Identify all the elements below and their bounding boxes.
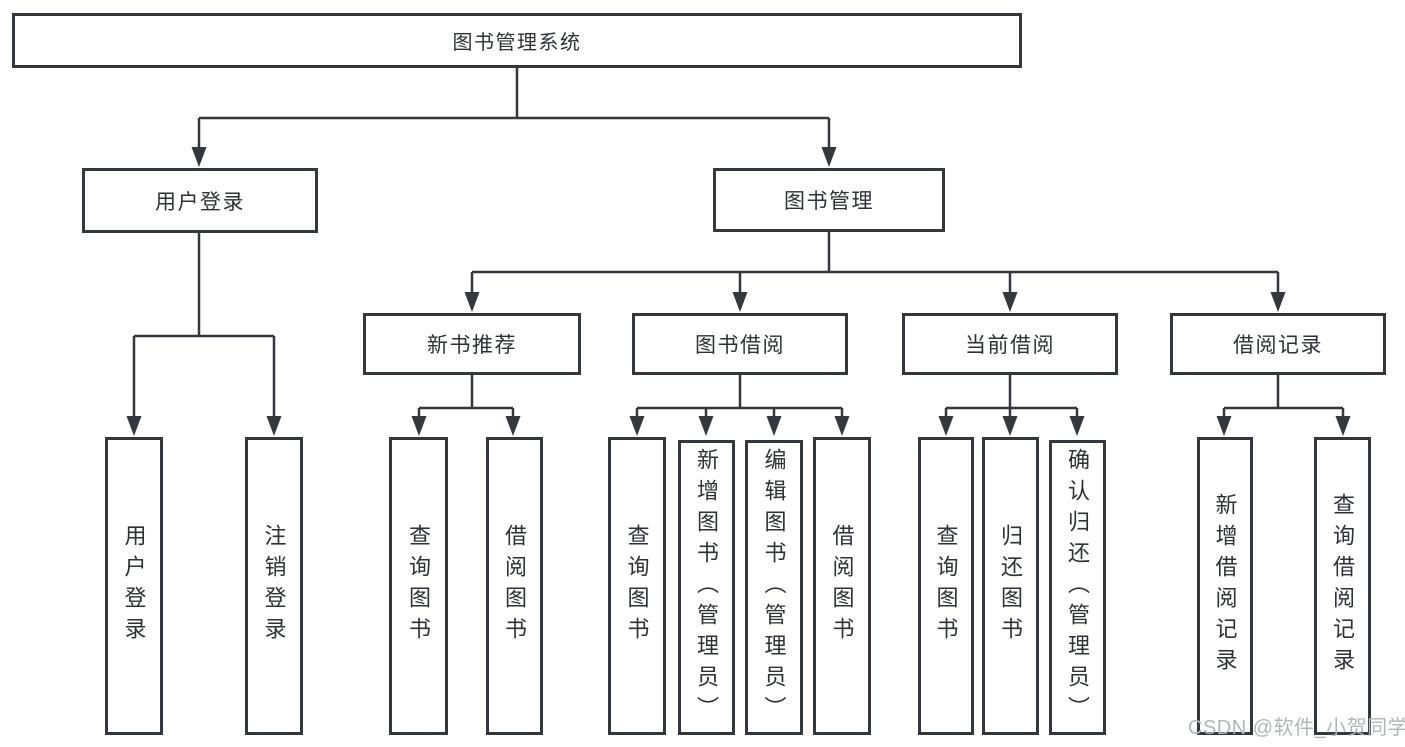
leaf-user-login: 用户登录 [105, 437, 163, 735]
node-label: 借阅图书 [502, 524, 528, 648]
node-label: 查询图书 [624, 524, 650, 648]
leaf-add-borrow-record: 新增借阅记录 [1197, 437, 1253, 735]
node-label: 图书管理 [784, 190, 874, 213]
node-label: 查询图书 [406, 524, 432, 648]
node-label: 新书推荐 [427, 334, 517, 357]
node-label: 用户登录 [121, 524, 147, 648]
node-book-borrowing: 图书借阅 [632, 313, 848, 375]
leaf-logout: 注销登录 [245, 437, 303, 735]
node-label: 图书借阅 [695, 334, 785, 357]
leaf-borrow-books-recommend: 借阅图书 [486, 437, 543, 735]
leaf-edit-books-admin: 编辑图书（管理员） [745, 440, 803, 735]
leaf-search-books-recommend: 查询图书 [389, 437, 448, 735]
node-label: 确认归还（管理员） [1065, 448, 1091, 727]
node-label: 新增图书（管理员） [694, 448, 720, 727]
node-user-login: 用户登录 [82, 168, 318, 233]
node-label: 注销登录 [261, 524, 287, 648]
leaf-search-books-current: 查询图书 [918, 437, 974, 735]
leaf-add-books-admin: 新增图书（管理员） [678, 440, 735, 735]
node-label: 借阅记录 [1233, 334, 1323, 357]
node-label: 新增借阅记录 [1212, 493, 1238, 679]
node-label: 查询借阅记录 [1330, 493, 1356, 679]
node-label: 用户登录 [155, 190, 245, 214]
node-label: 归还图书 [998, 524, 1024, 648]
node-label: 借阅图书 [829, 524, 855, 648]
tree-edges [132, 68, 1345, 420]
node-current-borrowing: 当前借阅 [902, 313, 1118, 375]
leaf-confirm-return-admin: 确认归还（管理员） [1049, 440, 1106, 735]
node-label: 当前借阅 [965, 334, 1055, 357]
node-borrowing-records: 借阅记录 [1170, 313, 1386, 375]
node-library-management-system: 图书管理系统 [12, 13, 1022, 68]
node-label: 图书管理系统 [452, 32, 582, 54]
leaf-search-books-borrow: 查询图书 [608, 437, 666, 735]
node-new-book-recommend: 新书推荐 [363, 313, 581, 375]
leaf-return-books: 归还图书 [982, 437, 1039, 735]
leaf-search-borrow-record: 查询借阅记录 [1314, 437, 1371, 735]
leaf-borrow-books: 借阅图书 [813, 437, 871, 735]
node-label: 编辑图书（管理员） [761, 448, 787, 727]
node-book-management: 图书管理 [713, 168, 945, 232]
csdn-watermark: CSDN @软件_小贺同学 [1188, 717, 1405, 739]
node-label: 查询图书 [933, 524, 959, 648]
